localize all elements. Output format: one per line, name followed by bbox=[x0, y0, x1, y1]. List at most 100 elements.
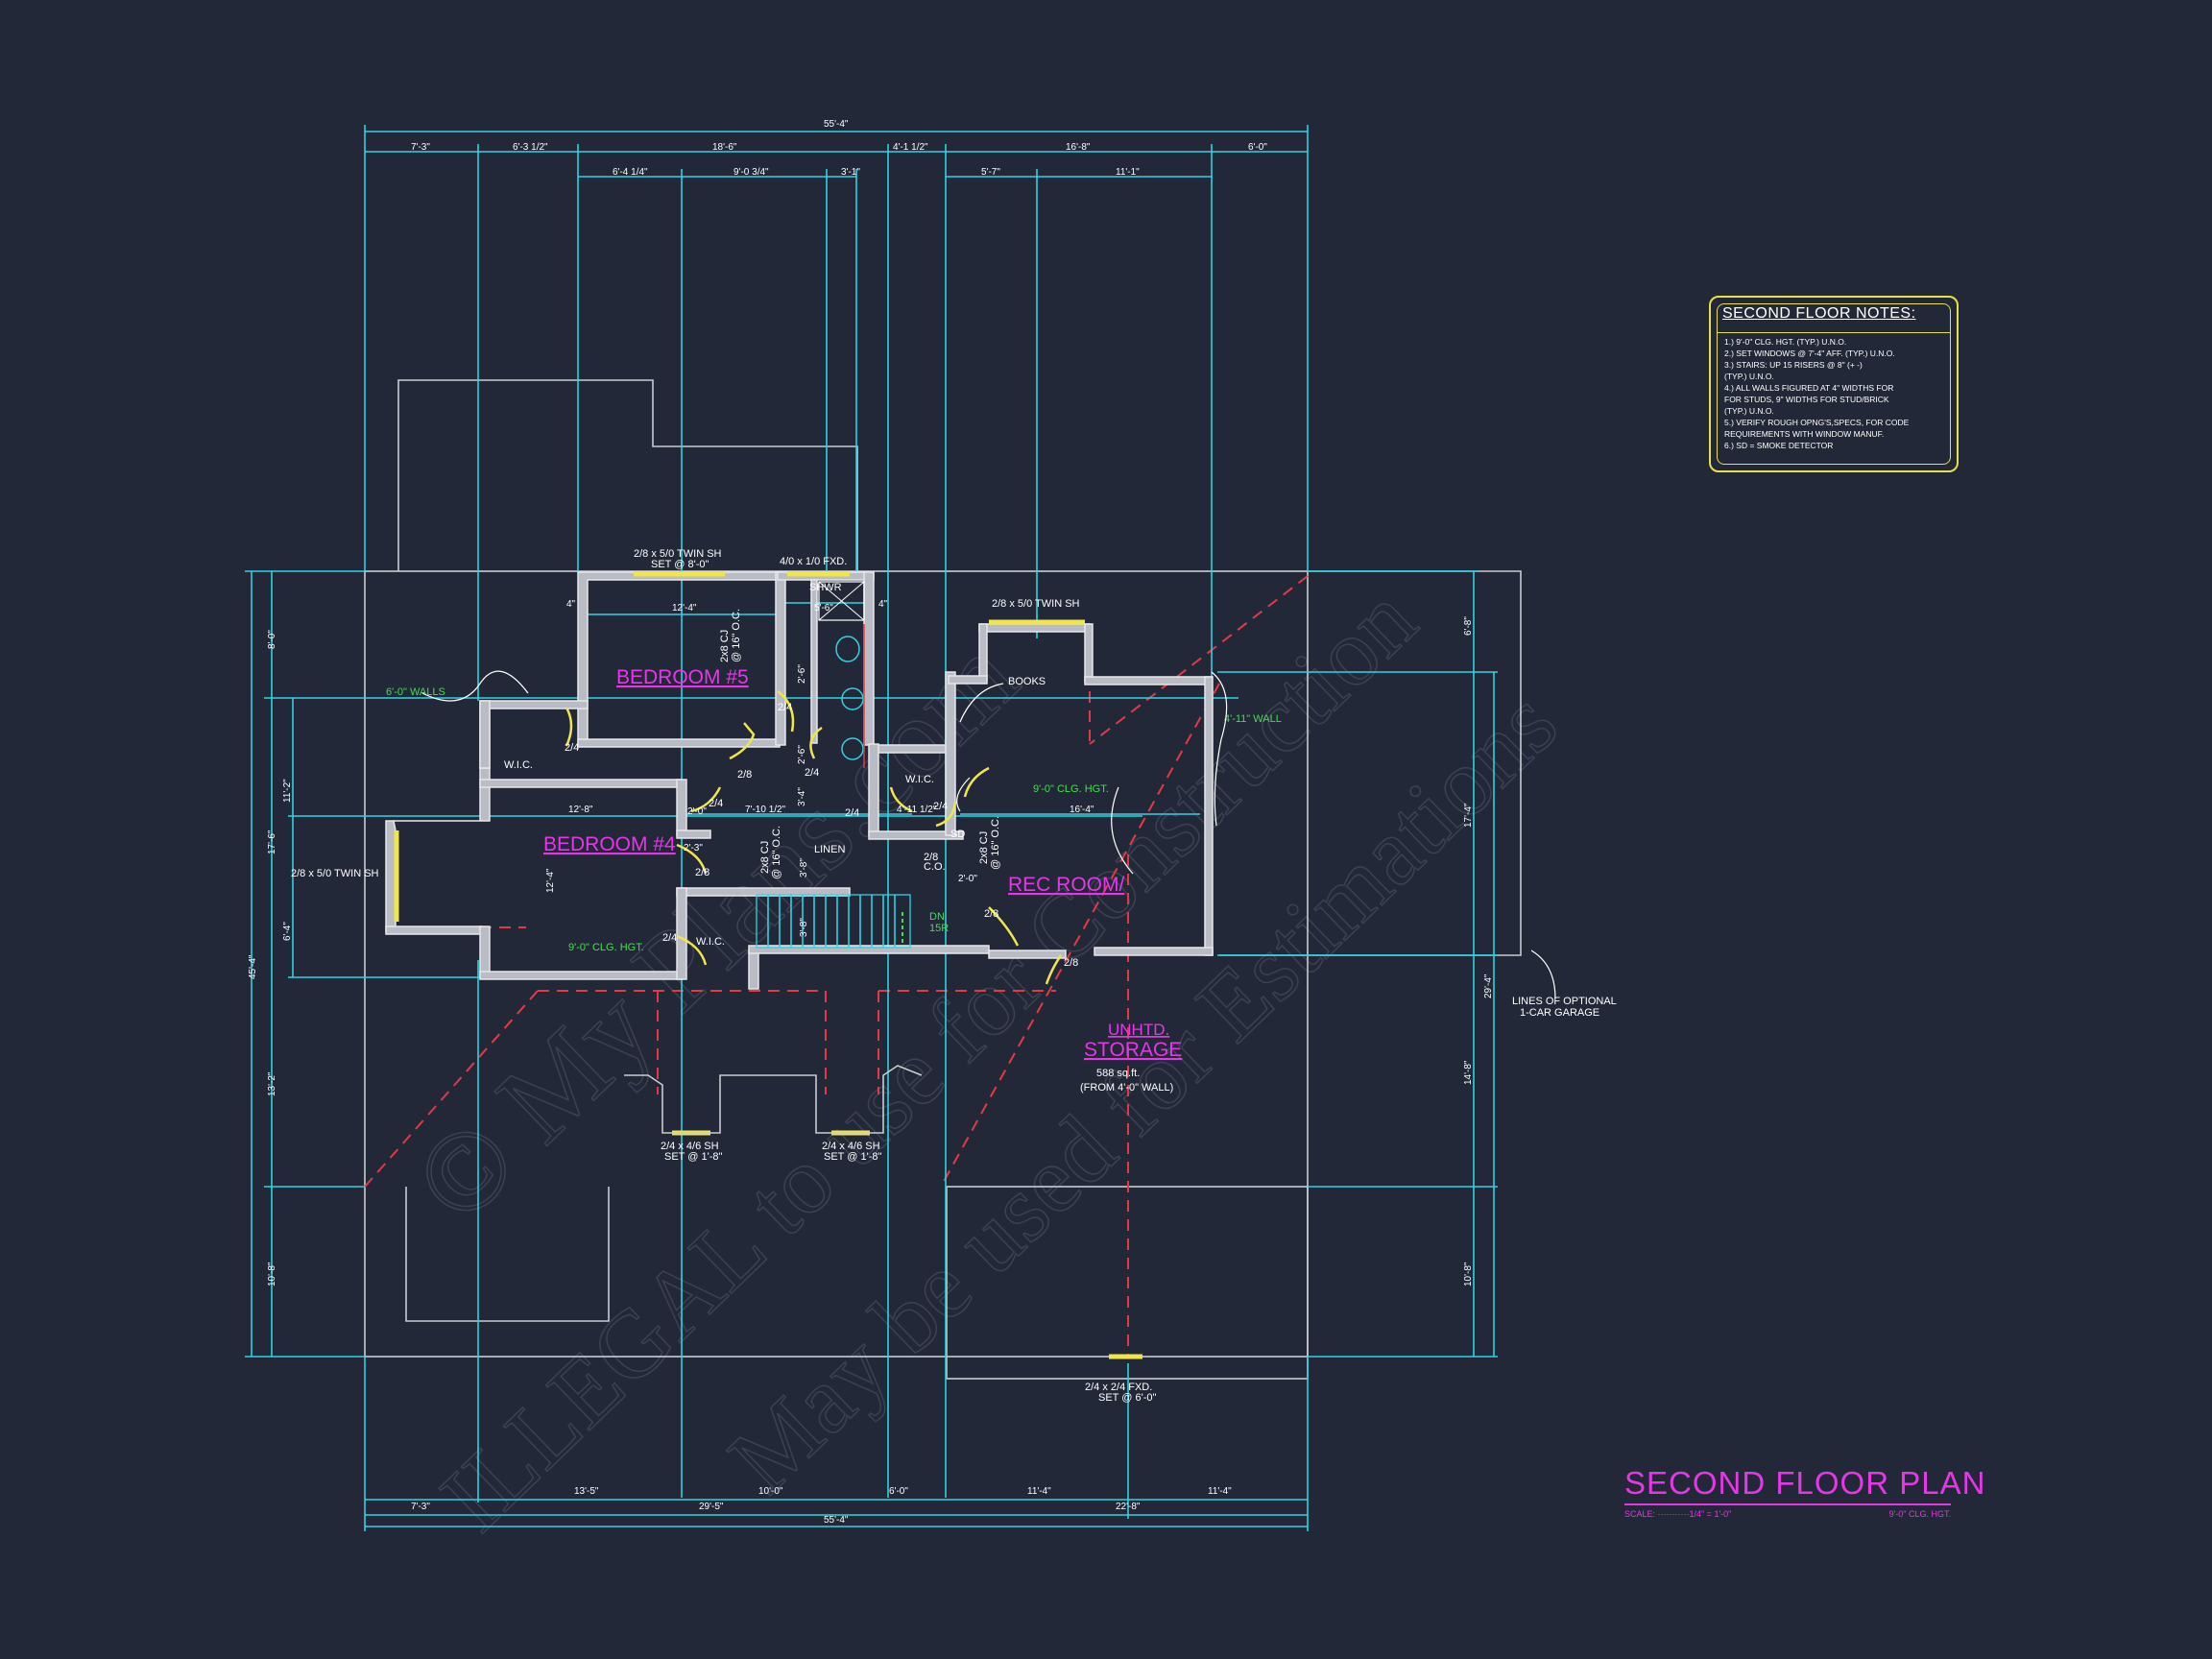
misc-labels: W.I.C. W.I.C. W.I.C. LINEN BOOKS SHWR SD… bbox=[504, 582, 1617, 1019]
storage-note: (FROM 4'-0" WALL) bbox=[1080, 1082, 1173, 1094]
note-item: (TYP.) U.N.O. bbox=[1724, 372, 1774, 381]
door-label: 2/8 bbox=[737, 769, 752, 781]
notes-list: 1.) 9'-0" CLG. HGT. (TYP.) U.N.O. 2.) SE… bbox=[1724, 336, 1951, 451]
dim-right: 10'-8" bbox=[1463, 1262, 1474, 1286]
dim-inner: 5'-6" bbox=[814, 603, 833, 613]
dim-left: 10'-8" bbox=[267, 1262, 277, 1286]
dim-inner: 2'-0" bbox=[687, 806, 707, 817]
window-label-bed5: 2/8 x 5/0 TWIN SH bbox=[634, 548, 722, 560]
label-linen: LINEN bbox=[814, 844, 845, 855]
plan-scale: SCALE: ···········1/4" = 1'-0" bbox=[1624, 1509, 1732, 1519]
dim-top: 4'-1 1/2" bbox=[893, 142, 928, 153]
scale-row: SCALE: ···········1/4" = 1'-0" 9'-0" CLG… bbox=[1624, 1509, 1951, 1519]
window-label-dormer-1-set: SET @ 1'-8" bbox=[664, 1151, 722, 1163]
stair bbox=[756, 894, 911, 949]
label-shwr: SHWR bbox=[809, 582, 842, 593]
dim-inner: 16'-4" bbox=[1070, 805, 1094, 815]
dim-inner: 3'-8" bbox=[799, 858, 809, 878]
dim-inner: 2'-6" bbox=[797, 664, 807, 684]
right-dimensions: 6'-8" 17'-4" 29'-4" 14'-8" 10'-8" bbox=[1463, 616, 1494, 1286]
note-item: 1.) 9'-0" CLG. HGT. (TYP.) U.N.O. bbox=[1724, 337, 1847, 347]
roof-hip-lines bbox=[364, 575, 1309, 1356]
dim-inner: 7'-10 1/2" bbox=[745, 805, 786, 815]
label-books: BOOKS bbox=[1008, 676, 1046, 687]
dim-bottom: 10'-0" bbox=[758, 1486, 783, 1497]
dim-top: 16'-8" bbox=[1066, 142, 1091, 153]
door-label: 2/4 bbox=[933, 801, 948, 812]
window-label-bottom: 2/4 x 2/4 FXD. bbox=[1085, 1382, 1152, 1393]
door-label: 2/8 bbox=[1064, 957, 1078, 969]
title-underline bbox=[1624, 1503, 1951, 1505]
dim-top: 3'-1" bbox=[841, 167, 860, 178]
room-storage-2: STORAGE bbox=[1084, 1039, 1182, 1061]
left-dimensions: 45'-4" 8'-0" 17'-6" 13'-2" 10'-8" 11'-2"… bbox=[248, 630, 293, 1286]
joist-label-3b: @ 16" O.C. bbox=[990, 816, 1001, 870]
door-label: 2/4 bbox=[805, 767, 819, 779]
dim-left: 6'-4" bbox=[282, 922, 293, 941]
window-label-bed4: 2/8 x 5/0 TWIN SH bbox=[291, 868, 379, 879]
window-label-bed5-set: SET @ 8'-0" bbox=[651, 559, 709, 570]
green-notes: 6'-0" WALLS 4'-11" WALL 9'-0" CLG. HGT. … bbox=[386, 686, 1282, 953]
dim-inner: 12'-8" bbox=[568, 805, 593, 815]
note-item: 5.) VERIFY ROUGH OPNG'S,SPECS, FOR CODE bbox=[1724, 418, 1910, 427]
window-label-rec: 2/8 x 5/0 TWIN SH bbox=[992, 598, 1080, 610]
door-label: 2/8 bbox=[984, 908, 998, 920]
door-labels: 2/4 2/8 2/4 2/4 2/4 2/4 2/8 2/4 2/8 2/8 … bbox=[565, 702, 1078, 969]
note-clg-hgt-2: 9'-0" CLG. HGT. bbox=[568, 942, 644, 953]
dim-right: 14'-8" bbox=[1463, 1060, 1474, 1085]
room-storage-1: UNHTD. bbox=[1108, 1021, 1169, 1039]
note-clg-hgt-1: 9'-0" CLG. HGT. bbox=[1033, 783, 1109, 795]
dim-right: 29'-4" bbox=[1483, 974, 1494, 998]
notes-divider bbox=[1717, 332, 1951, 333]
label-wic-3: W.I.C. bbox=[696, 936, 725, 948]
notes-inner-frame bbox=[1717, 303, 1951, 465]
joist-labels: 2x8 CJ @ 16" O.C. 2x8 CJ @ 16" O.C. 2x8 … bbox=[719, 609, 1001, 879]
dim-inner: 3'-8" bbox=[799, 918, 809, 937]
label-wic-2: W.I.C. bbox=[905, 774, 934, 785]
note-item: REQUIREMENTS WITH WINDOW MANUF. bbox=[1724, 429, 1885, 439]
dim-inner: 4'-11 1/2" bbox=[897, 805, 937, 815]
dim-inner: 2'-6" bbox=[797, 745, 807, 764]
dim-bottom: 29'-5" bbox=[699, 1502, 724, 1512]
dim-inner: 2'-0" bbox=[958, 874, 977, 884]
label-garage-1: LINES OF OPTIONAL bbox=[1512, 996, 1617, 1007]
joist-label-1: 2x8 CJ bbox=[719, 630, 731, 662]
joist-label-3: 2x8 CJ bbox=[978, 831, 990, 864]
bottom-dimensions: 13'-5" 10'-0" 6'-0" 11'-4" 11'-4" 7'-3" … bbox=[411, 1486, 1232, 1526]
label-wic-1: W.I.C. bbox=[504, 759, 533, 771]
note-item: 6.) SD = SMOKE DETECTOR bbox=[1724, 441, 1834, 450]
label-dn-risers: 15R bbox=[929, 923, 949, 934]
inner-dimensions: 12'-4" 4" 4" 5'-6" 12'-8" 7'-10 1/2" 16'… bbox=[545, 599, 1094, 937]
door-label: 2/4 bbox=[565, 742, 579, 754]
note-item: 2.) SET WINDOWS @ 7'-4" AFF. (TYP.) U.N.… bbox=[1724, 349, 1895, 358]
dim-inner: 4" bbox=[566, 599, 576, 610]
dim-left: 17'-6" bbox=[267, 830, 277, 854]
top-dimensions: 55'-4" 7'-3" 6'-3 1/2" 18'-6" 4'-1 1/2" … bbox=[411, 119, 1267, 178]
dim-inner: 4" bbox=[878, 599, 888, 610]
dim-bottom: 11'-4" bbox=[1208, 1486, 1232, 1497]
label-co: C.O. bbox=[924, 861, 946, 873]
dim-left: 8'-0" bbox=[267, 630, 277, 649]
note-item: (TYP.) U.N.O. bbox=[1724, 406, 1774, 416]
notes-title: SECOND FLOOR NOTES: bbox=[1722, 305, 1916, 322]
dim-top: 11'-1" bbox=[1116, 167, 1140, 178]
dim-inner: 12'-4" bbox=[672, 603, 697, 613]
dim-top: 5'-7" bbox=[981, 167, 1000, 178]
door-label: 2/4 bbox=[778, 702, 792, 713]
dim-inner: 3'-4" bbox=[797, 787, 807, 806]
dim-right: 6'-8" bbox=[1463, 616, 1474, 636]
door-label: 2/4 bbox=[845, 807, 859, 819]
note-item: 4.) ALL WALLS FIGURED AT 4" WIDTHS FOR bbox=[1724, 383, 1894, 393]
bath-fixtures bbox=[818, 581, 865, 768]
door-label: 2/4 bbox=[662, 932, 677, 944]
room-bedroom-4: BEDROOM #4 bbox=[543, 833, 676, 855]
joist-label-2b: @ 16" O.C. bbox=[771, 826, 782, 879]
plan-ceiling-height: 9'-0" CLG. HGT. bbox=[1888, 1509, 1951, 1519]
dim-top: 6'-3 1/2" bbox=[513, 142, 548, 153]
note-walls-6ft: 6'-0" WALLS bbox=[386, 686, 445, 698]
joist-label-2: 2x8 CJ bbox=[759, 841, 771, 874]
dim-bottom-overall: 55'-4" bbox=[824, 1515, 849, 1526]
room-bedroom-5: BEDROOM #5 bbox=[616, 666, 749, 688]
window-label-dormer-2: 2/4 x 4/6 SH bbox=[822, 1141, 880, 1152]
dim-inner: 12'-4" bbox=[545, 868, 556, 893]
